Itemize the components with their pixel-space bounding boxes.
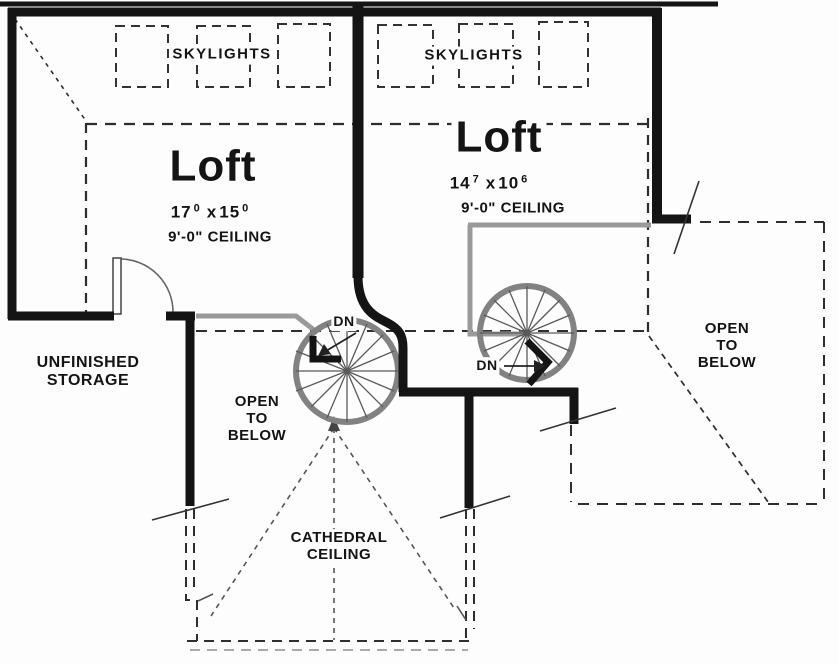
ridge-apex-arrow xyxy=(328,416,340,431)
section-ticks xyxy=(151,180,700,621)
dn-arrowhead-right xyxy=(534,360,546,372)
stair-entry-wall xyxy=(309,336,341,363)
skylights-label-left: SKYLIGHTS xyxy=(170,45,274,65)
dim-width-inches: 7 xyxy=(472,173,480,186)
open-below-right-outline xyxy=(570,221,825,505)
dim-separator: x xyxy=(206,202,218,222)
dim-width-inches: 0 xyxy=(193,202,201,215)
wall-stair-curve xyxy=(353,275,408,392)
stair-entry-wall xyxy=(524,338,553,387)
dim-separator: x xyxy=(485,173,497,193)
storage-door xyxy=(112,257,174,315)
roof-valley-line xyxy=(648,335,769,503)
dn-label-right: DN xyxy=(474,357,500,375)
corner-diagonal-line xyxy=(14,18,87,122)
loft-left-title: Loft xyxy=(165,141,261,191)
skylight-box xyxy=(538,21,589,88)
section-tick xyxy=(673,180,700,255)
section-tick xyxy=(539,407,617,432)
loft-right-title: Loft xyxy=(451,112,547,162)
dashed-edge-left-outer xyxy=(185,509,198,641)
open-below-label-right: OPEN TO BELOW xyxy=(695,319,759,373)
open-below-label-left: OPEN TO BELOW xyxy=(225,392,289,446)
dim-depth-inches: 0 xyxy=(242,202,250,215)
step-tick-left xyxy=(197,593,214,602)
dim-depth: 15 xyxy=(219,202,241,222)
door-swing-arc xyxy=(119,258,174,313)
stair-treads xyxy=(480,286,574,380)
railings xyxy=(196,222,651,337)
skylights-label-right: SKYLIGHTS xyxy=(422,46,526,66)
loft-right-ceiling: 9'-0" CEILING xyxy=(459,199,567,219)
walls xyxy=(0,1,718,508)
dn-arrow-left xyxy=(325,332,357,352)
spiral-stair-right xyxy=(477,283,577,387)
loft-left-ceiling: 9'-0" CEILING xyxy=(166,228,274,248)
section-tick xyxy=(151,498,230,521)
cathedral-ceiling-label: CATHEDRAL CEILING xyxy=(288,529,390,565)
skylight-box xyxy=(277,23,331,88)
hip-line-left xyxy=(210,427,335,617)
dim-depth-inches: 6 xyxy=(521,173,529,186)
dim-width: 17 xyxy=(170,202,192,222)
unfinished-storage-label: UNFINISHED STORAGE xyxy=(34,353,142,391)
dn-arrowhead-left xyxy=(318,344,331,356)
section-tick xyxy=(439,495,511,519)
step-tick-right xyxy=(456,605,467,621)
cathedral-ridge-lines xyxy=(210,427,457,640)
spiral-stair-left xyxy=(293,317,401,425)
hip-line-right xyxy=(333,427,457,612)
dim-depth: 10 xyxy=(498,173,520,193)
railing-right-loft-side xyxy=(467,225,526,337)
stair-treads xyxy=(295,320,398,422)
door-leaf xyxy=(112,257,122,315)
dn-label-left: DN xyxy=(331,313,357,331)
dim-width: 14 xyxy=(449,173,471,193)
ceiling-break-lines xyxy=(14,18,650,334)
skylight-box xyxy=(115,25,169,88)
skylight-box xyxy=(377,24,434,88)
railing-left-loft xyxy=(196,313,316,332)
